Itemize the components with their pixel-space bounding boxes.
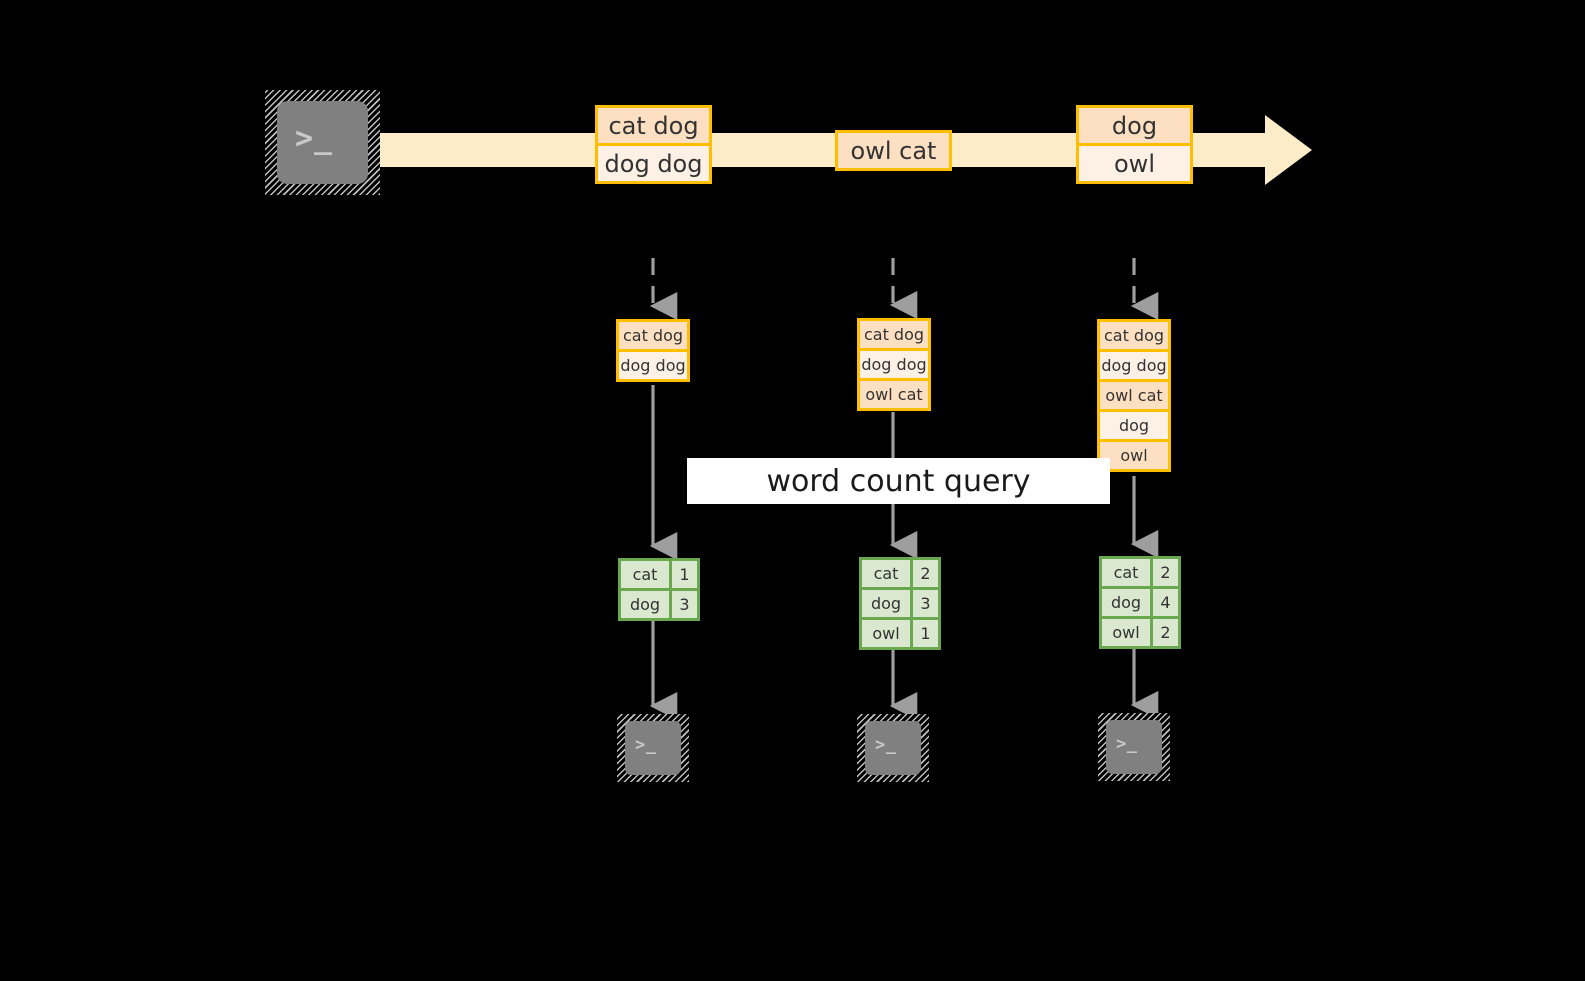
- terminal-prompt-glyph: >_: [295, 121, 334, 156]
- query-label: word count query: [687, 458, 1110, 504]
- terminal-body: [865, 721, 921, 775]
- count-cell: 4: [1153, 589, 1178, 616]
- table-row: cat 2: [862, 560, 938, 587]
- batch-row: dog: [1079, 108, 1190, 143]
- sink-terminal-icon[interactable]: >_: [1098, 713, 1170, 781]
- word-cell: cat: [1102, 559, 1150, 586]
- batch-row: cat dog: [598, 108, 709, 143]
- state-table[interactable]: cat dog dog dog: [616, 319, 690, 382]
- word-cell: dog: [862, 590, 910, 617]
- count-cell: 3: [913, 590, 938, 617]
- word-cell: cat: [621, 561, 669, 588]
- batch-box[interactable]: owl cat: [835, 130, 952, 171]
- table-row: dog 3: [621, 591, 697, 618]
- state-row: dog: [1100, 412, 1168, 439]
- sink-terminal-icon[interactable]: >_: [857, 714, 929, 782]
- table-row: owl 2: [1102, 619, 1178, 646]
- state-row: cat dog: [619, 322, 687, 349]
- state-row: owl: [1100, 442, 1168, 469]
- state-row: dog dog: [860, 351, 928, 378]
- batch-row: owl cat: [838, 133, 949, 168]
- batch-box[interactable]: cat dog dog dog: [595, 105, 712, 184]
- terminal-prompt-glyph: >_: [875, 735, 897, 755]
- state-table[interactable]: cat dog dog dog owl cat dog owl: [1097, 319, 1171, 472]
- word-cell: owl: [862, 620, 910, 647]
- table-row: dog 3: [862, 590, 938, 617]
- result-table[interactable]: cat 1 dog 3: [618, 558, 700, 621]
- terminal-body: [1106, 720, 1162, 774]
- result-table[interactable]: cat 2 dog 4 owl 2: [1099, 556, 1181, 649]
- result-table[interactable]: cat 2 dog 3 owl 1: [859, 557, 941, 650]
- word-cell: dog: [1102, 589, 1150, 616]
- word-cell: dog: [621, 591, 669, 618]
- state-table[interactable]: cat dog dog dog owl cat: [857, 318, 931, 411]
- word-cell: owl: [1102, 619, 1150, 646]
- terminal-body: [277, 101, 368, 184]
- table-row: cat 2: [1102, 559, 1178, 586]
- batch-row: owl: [1079, 146, 1190, 181]
- count-cell: 2: [913, 560, 938, 587]
- batch-box[interactable]: dog owl: [1076, 105, 1193, 184]
- state-row: dog dog: [619, 352, 687, 379]
- state-row: cat dog: [1100, 322, 1168, 349]
- count-cell: 1: [913, 620, 938, 647]
- count-cell: 2: [1153, 559, 1178, 586]
- source-terminal-icon[interactable]: >_: [265, 90, 380, 195]
- state-row: dog dog: [1100, 352, 1168, 379]
- word-cell: cat: [862, 560, 910, 587]
- terminal-prompt-glyph: >_: [1116, 734, 1138, 754]
- terminal-body: [625, 721, 681, 775]
- table-row: dog 4: [1102, 589, 1178, 616]
- terminal-prompt-glyph: >_: [635, 735, 657, 755]
- table-row: owl 1: [862, 620, 938, 647]
- count-cell: 3: [672, 591, 697, 618]
- state-row: cat dog: [860, 321, 928, 348]
- state-row: owl cat: [860, 381, 928, 408]
- table-row: cat 1: [621, 561, 697, 588]
- count-cell: 1: [672, 561, 697, 588]
- state-row: owl cat: [1100, 382, 1168, 409]
- count-cell: 2: [1153, 619, 1178, 646]
- sink-terminal-icon[interactable]: >_: [617, 714, 689, 782]
- batch-row: dog dog: [598, 146, 709, 181]
